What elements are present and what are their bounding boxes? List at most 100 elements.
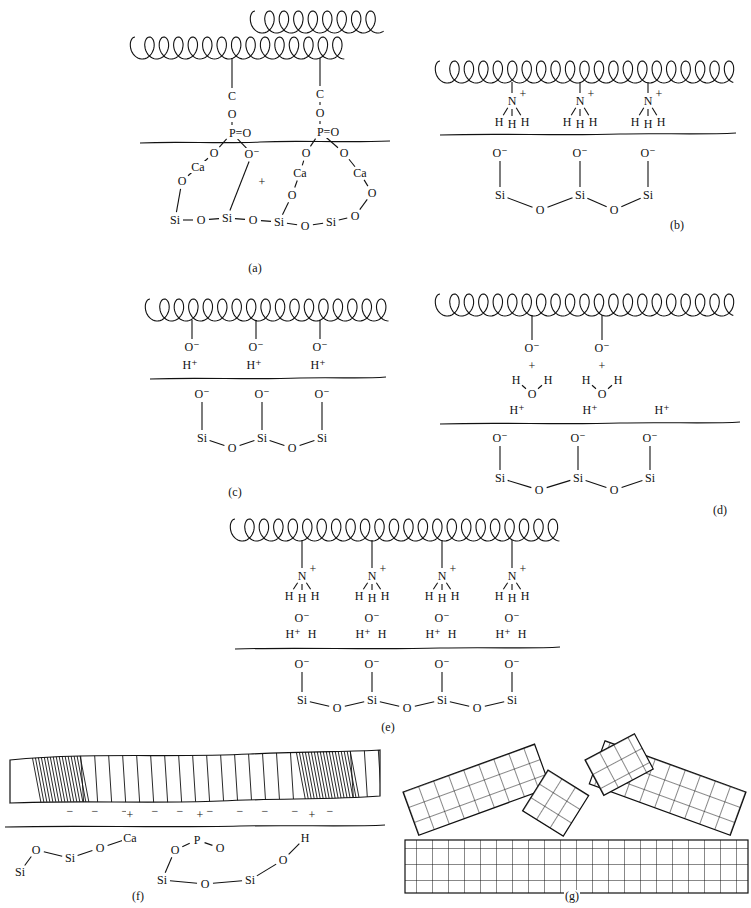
bond-line: [231, 58, 232, 88]
atom-label: Ca: [292, 167, 307, 179]
bond-line: [577, 446, 578, 470]
atom-label: O: [609, 204, 620, 216]
panel-label: (b): [669, 219, 685, 231]
atom-label: O: [527, 388, 538, 400]
bond-line: [522, 385, 526, 388]
bond-line: [364, 180, 368, 186]
atom-label: Si: [169, 214, 181, 226]
bond-line: [231, 122, 232, 125]
bond-line: [647, 82, 648, 93]
atom-label: O⁻: [572, 147, 589, 159]
bond-line: [586, 481, 607, 488]
bond-line: [499, 446, 500, 470]
bond-line: [579, 161, 580, 187]
bond-line: [592, 385, 596, 388]
bond-line: [516, 583, 520, 590]
band-stripe: [262, 745, 266, 808]
bond-line: [511, 82, 512, 93]
bond-line: [230, 161, 249, 210]
helix-coil: [230, 519, 559, 541]
atom-label: H: [380, 590, 391, 602]
atom-label: Si: [572, 472, 584, 484]
bond-line: [363, 583, 367, 590]
atom-label: O: [597, 388, 608, 400]
atom-label: +: [519, 563, 528, 575]
atom-label: N: [643, 95, 654, 107]
bond-line: [538, 385, 542, 388]
atom-label: H: [507, 592, 518, 604]
bond-line: [295, 181, 298, 188]
atom-label: O: [350, 210, 361, 222]
atom-label: Si: [642, 189, 654, 201]
atom-label: +: [126, 809, 135, 821]
band-stripe: [206, 745, 210, 808]
atom-label: H: [575, 118, 586, 130]
atom-label: N: [575, 95, 586, 107]
atom-label: −: [151, 805, 160, 817]
band-stripe: [364, 745, 368, 808]
atom-label: +: [587, 88, 596, 100]
atom-label: −: [326, 805, 335, 817]
bond-line: [321, 402, 322, 430]
atom-label: Si: [325, 216, 337, 228]
bond-line: [219, 139, 226, 147]
atom-label: H: [494, 590, 505, 602]
helix-coil: [435, 294, 733, 316]
bond-line: [313, 223, 323, 225]
atom-label: −: [291, 805, 300, 817]
atom-label: −: [91, 805, 100, 817]
bond-line: [450, 702, 469, 706]
band-hatch: [72, 745, 84, 808]
bond-line: [511, 672, 512, 692]
atom-label: H: [517, 628, 528, 640]
bond-line: [301, 540, 302, 568]
bond-line: [511, 584, 512, 590]
bond-line: [339, 218, 347, 220]
atom-label: Si: [494, 472, 506, 484]
atom-label: H⁺: [285, 628, 302, 640]
atom-label: +: [519, 88, 528, 100]
atom-label: O: [196, 214, 207, 226]
bond-line: [579, 82, 580, 93]
atom-label: O: [170, 844, 181, 856]
atom-label: O⁻: [248, 341, 265, 353]
atom-label: H⁺: [246, 359, 263, 371]
panel-label: (g): [564, 890, 580, 902]
atom-label: C: [227, 90, 237, 102]
bond-line: [319, 102, 320, 105]
band-stripe: [164, 745, 168, 808]
helix-coil: [250, 11, 383, 33]
bond-line: [165, 857, 172, 872]
atom-label: N: [297, 570, 308, 582]
bond-line: [441, 540, 442, 568]
atom-label: O⁻: [504, 658, 521, 670]
bond-line: [441, 672, 442, 692]
atom-label: O: [301, 147, 312, 159]
atom-label: O: [609, 484, 620, 496]
atom-label: N: [437, 570, 448, 582]
atom-label: H: [581, 374, 592, 386]
atom-label: H⁺: [182, 359, 199, 371]
bond-line: [302, 161, 303, 166]
bond-line: [235, 218, 245, 220]
polymer-helix: [130, 11, 733, 541]
bond-line: [371, 540, 372, 568]
atom-label: Ca: [190, 161, 205, 173]
bond-line: [326, 137, 338, 147]
band-stripe: [108, 745, 112, 808]
bond-line: [503, 108, 508, 115]
atom-label: Si: [506, 694, 518, 706]
atom-label: O⁻: [364, 658, 381, 670]
atom-label: O: [315, 107, 326, 119]
band-stripe: [150, 745, 154, 808]
atom-label: O⁻: [434, 612, 451, 624]
atom-label: H⁺: [495, 628, 512, 640]
helix-coil: [130, 37, 344, 59]
bond-line: [170, 881, 197, 884]
bond-line: [511, 540, 512, 568]
atom-label: Si: [244, 874, 256, 886]
bond-line: [300, 441, 315, 446]
atom-label: +: [308, 809, 317, 821]
atom-label: O⁻: [504, 612, 521, 624]
atom-label: O: [177, 175, 188, 187]
